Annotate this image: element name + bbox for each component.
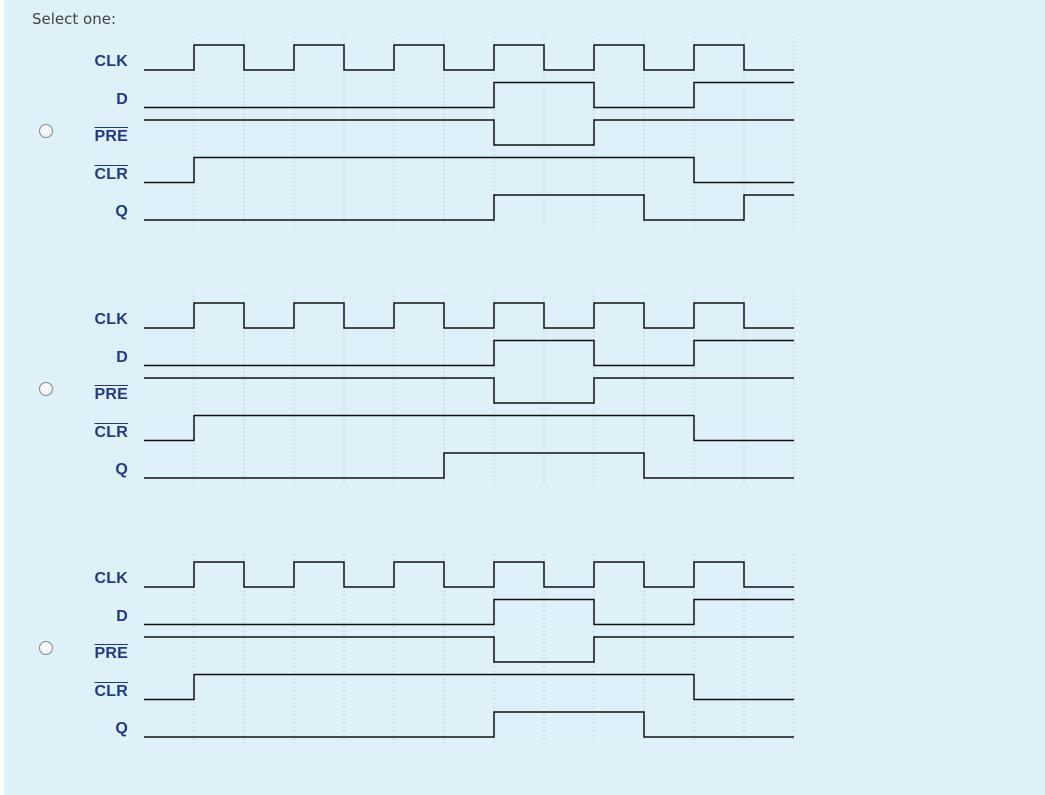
- signal-label-pre: PRE: [94, 386, 128, 403]
- signal-label-d: D: [116, 90, 128, 108]
- waveform-clk: [144, 561, 794, 588]
- answer-radio-3[interactable]: [39, 641, 53, 655]
- waveform-pre: [144, 377, 794, 404]
- waveform-pre: [144, 119, 794, 146]
- waveform-clk: [144, 302, 794, 329]
- answer-option-1: CLK D PRE CLR Q: [4, 0, 1045, 240]
- waveform-q: [144, 711, 794, 738]
- signal-label-pre: PRE: [94, 128, 128, 145]
- waveform-q: [144, 452, 794, 479]
- signal-label-q: Q: [115, 203, 128, 220]
- question-panel: Select one: CLK D PRE CLR Q CLK D PRE CLR Q CLK D PR…: [4, 0, 1045, 795]
- waveform-q: [144, 194, 794, 221]
- signal-label-q: Q: [115, 720, 128, 737]
- waveform-clk: [144, 44, 794, 71]
- timing-diagram: [144, 554, 795, 743]
- waveform-d: [144, 598, 794, 626]
- waveform-clr: [144, 156, 794, 184]
- waveform-clr: [144, 673, 794, 701]
- signal-label-clk: CLK: [94, 570, 128, 587]
- answer-radio-1[interactable]: [39, 124, 53, 138]
- waveform-clr: [144, 414, 794, 442]
- signal-label-clk: CLK: [94, 311, 128, 328]
- prompt-text: Select one:: [32, 10, 117, 28]
- timing-diagram: [144, 37, 795, 226]
- signal-label-d: D: [116, 607, 128, 625]
- answer-option-2: CLK D PRE CLR Q: [4, 258, 1045, 498]
- signal-label-clr: CLR: [94, 682, 128, 700]
- signal-label-d: D: [116, 348, 128, 366]
- answer-option-3: CLK D PRE CLR Q: [4, 517, 1045, 757]
- signal-label-clr: CLR: [94, 165, 128, 183]
- timing-diagram: [144, 295, 795, 484]
- waveform-pre: [144, 636, 794, 663]
- signal-label-q: Q: [115, 461, 128, 478]
- waveform-d: [144, 339, 794, 367]
- answer-radio-2[interactable]: [39, 382, 53, 396]
- signal-label-clk: CLK: [94, 53, 128, 70]
- waveform-d: [144, 81, 794, 109]
- signal-label-clr: CLR: [94, 423, 128, 441]
- signal-label-pre: PRE: [94, 645, 128, 662]
